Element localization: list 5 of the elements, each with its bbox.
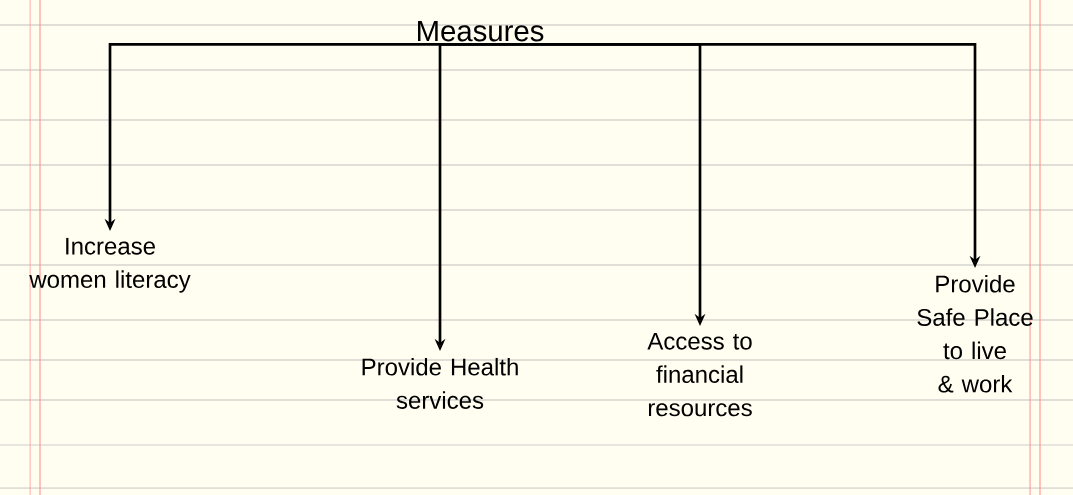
node-label: Provide Health services (362, 357, 518, 409)
node-label: Access to financial resources (647, 332, 752, 417)
node-label: Provide Safe Place to live & work (917, 274, 1033, 393)
node-label: Measures (418, 20, 544, 42)
node-label: Increase women literacy (29, 237, 191, 293)
